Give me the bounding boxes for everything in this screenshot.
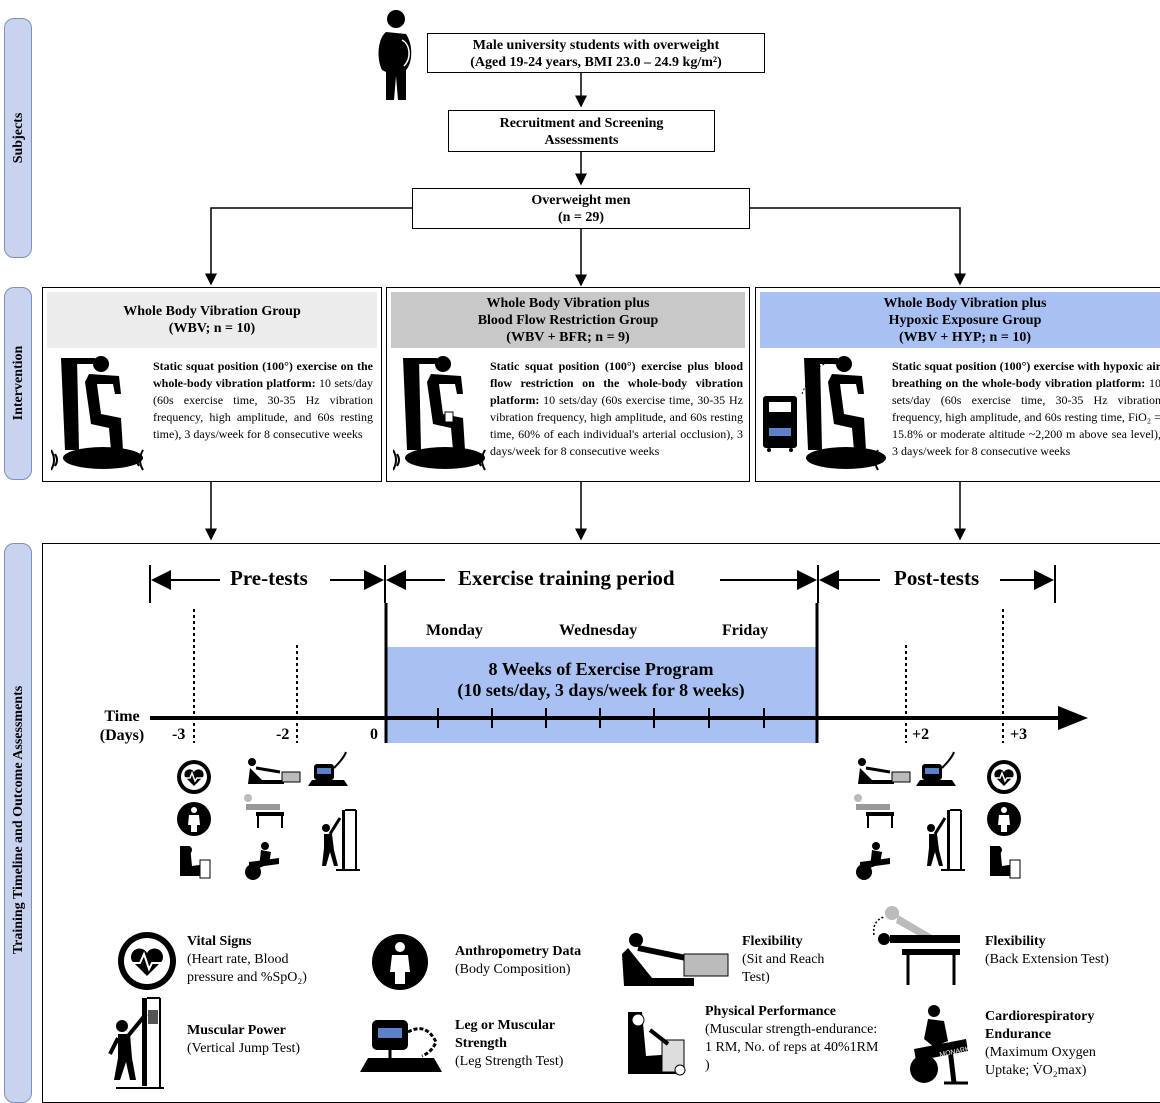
legend-physical-performance-text: (Muscular strength-endurance: 1 RM, No. … bbox=[705, 1022, 879, 1073]
program-text: 8 Weeks of Exercise Program (10 sets/day… bbox=[386, 659, 816, 701]
group-wbv-bfr: Whole Body Vibration plus Blood Flow Res… bbox=[386, 287, 750, 482]
legend-anthropometry-title: Anthropometry Data bbox=[455, 944, 582, 959]
phase-pre-tests: Pre-tests bbox=[222, 566, 316, 591]
legend-dynamometer-icon bbox=[360, 1020, 442, 1072]
axis-label-line2: (Days) bbox=[99, 727, 145, 744]
legend-vital-signs-title: Vital Signs bbox=[187, 934, 252, 949]
tick-minus-3: -3 bbox=[172, 726, 186, 743]
group-wbv-bfr-title-line3: (WBV + BFR; n = 9) bbox=[506, 329, 630, 345]
population-line2: (Aged 19-24 years, BMI 23.0 – 24.9 kg/m²… bbox=[470, 55, 722, 70]
legend-muscular-power-title: Muscular Power bbox=[187, 1023, 286, 1038]
screening-line1: Recruitment and Screening bbox=[499, 116, 664, 131]
legend-flexibility-back-extension-title: Flexibility bbox=[985, 934, 1046, 949]
group-wbv-desc-bold: Static squat position (100°) exercise on… bbox=[153, 359, 373, 390]
group-wbv-hyp-desc-rest: 10 sets/day (60s exercise time, 30-35 Hz… bbox=[892, 376, 1160, 458]
assessment-icons bbox=[176, 751, 1022, 880]
legend-flexibility-sit-reach-text: (Sit and Reach Test) bbox=[742, 952, 825, 985]
legend-leg-strength: Leg or Muscular Strength (Leg Strength T… bbox=[455, 1017, 595, 1071]
legend-muscular-power-text: (Vertical Jump Test) bbox=[187, 1041, 301, 1056]
legend-bike-icon: MONARK bbox=[910, 1005, 971, 1085]
vibration-hypoxic-icon bbox=[801, 356, 886, 471]
sample-line2: (n = 29) bbox=[557, 210, 605, 225]
vibration-platform-icon bbox=[51, 356, 144, 471]
day-monday: Monday bbox=[426, 622, 483, 639]
group-wbv-bfr-desc-bold: Static squat position (100°) exercise pl… bbox=[490, 359, 743, 407]
axis-label-line1: Time bbox=[104, 708, 140, 725]
group-wbv-bfr-header: Whole Body Vibration plus Blood Flow Res… bbox=[391, 292, 745, 348]
group-wbv: Whole Body Vibration Group (WBV; n = 10)… bbox=[42, 287, 382, 482]
phase-post-tests: Post-tests bbox=[886, 566, 988, 591]
legend-heart-icon bbox=[118, 932, 176, 990]
legend-physical-performance-title: Physical Performance bbox=[705, 1004, 837, 1019]
legend-muscular-power: Muscular Power (Vertical Jump Test) bbox=[187, 1022, 337, 1058]
tick-plus-3: +3 bbox=[1010, 726, 1028, 743]
group-wbv-header: Whole Body Vibration Group (WBV; n = 10) bbox=[47, 292, 377, 348]
group-wbv-hyp-desc-bold: Static squat position (100°) exercise wi… bbox=[892, 359, 1160, 390]
day-wednesday: Wednesday bbox=[559, 622, 638, 639]
legend-cardio-endurance: Cardiorespiratory Endurance (Maximum Oxy… bbox=[985, 1008, 1125, 1080]
population-line1: Male university students with overweight bbox=[472, 38, 720, 53]
timeline-graphics bbox=[149, 565, 1088, 743]
legend-leg-strength-text: (Leg Strength Test) bbox=[455, 1054, 564, 1069]
group-wbv-hyp: Whole Body Vibration plus Hypoxic Exposu… bbox=[755, 287, 1160, 482]
legend-flexibility-back-extension: Flexibility (Back Extension Test) bbox=[985, 933, 1115, 969]
group-wbv-hyp-title-line2: Hypoxic Exposure Group bbox=[888, 312, 1042, 328]
vibration-bfr-icon bbox=[393, 356, 486, 471]
group-wbv-bfr-title-line2: Blood Flow Restriction Group bbox=[477, 312, 659, 328]
group-wbv-description: Static squat position (100°) exercise on… bbox=[153, 358, 373, 443]
sample-line1: Overweight men bbox=[531, 193, 631, 208]
group-wbv-desc-rest: 10 sets/day (60s exercise time, 30-35 Hz… bbox=[153, 376, 373, 441]
legend-anthropometry-text: (Body Composition) bbox=[455, 962, 571, 977]
legend-anthropometry: Anthropometry Data (Body Composition) bbox=[455, 943, 615, 979]
group-wbv-hyp-header: Whole Body Vibration plus Hypoxic Exposu… bbox=[760, 292, 1160, 348]
legend-body-icon bbox=[372, 934, 428, 990]
hypoxic-generator-icon bbox=[763, 396, 797, 452]
legend-vital-signs-text: (Heart rate, Blood pressure and %SpO₂) bbox=[187, 952, 307, 985]
group-wbv-hyp-description: Static squat position (100°) exercise wi… bbox=[892, 358, 1160, 460]
program-line1: 8 Weeks of Exercise Program bbox=[488, 659, 714, 679]
legend-flexibility-sit-reach-title: Flexibility bbox=[742, 934, 803, 949]
overweight-person-icon bbox=[378, 10, 412, 100]
screening-box: Recruitment and Screening Assessments bbox=[448, 110, 715, 152]
flow-connectors bbox=[205, 72, 966, 541]
group-wbv-hyp-title-line1: Whole Body Vibration plus bbox=[883, 295, 1047, 311]
tick-minus-2: -2 bbox=[276, 726, 290, 743]
legend-cardio-endurance-text: (Maximum Oxygen Uptake; V̇O₂max) bbox=[985, 1045, 1096, 1078]
legend-back-extension-icon bbox=[872, 906, 960, 985]
group-wbv-bfr-title-line1: Whole Body Vibration plus bbox=[486, 295, 650, 311]
intervention-side-tab bbox=[4, 287, 32, 480]
group-wbv-bfr-description: Static squat position (100°) exercise pl… bbox=[490, 358, 743, 460]
sample-box: Overweight men (n = 29) bbox=[412, 188, 750, 229]
program-line2: (10 sets/day, 3 days/week for 8 weeks) bbox=[457, 680, 745, 700]
legend-leg-press-icon bbox=[628, 1012, 686, 1076]
population-box: Male university students with overweight… bbox=[427, 33, 765, 73]
group-wbv-hyp-title-line3: (WBV + HYP; n = 10) bbox=[899, 329, 1031, 345]
tick-zero: 0 bbox=[370, 726, 378, 743]
legend-jump-icon bbox=[108, 997, 164, 1089]
legend-physical-performance: Physical Performance (Muscular strength-… bbox=[705, 1003, 885, 1075]
phase-exercise-training: Exercise training period bbox=[450, 566, 683, 591]
tick-plus-2: +2 bbox=[912, 726, 930, 743]
axis-label: Time (Days) bbox=[92, 707, 152, 745]
group-wbv-title-line2: (WBV; n = 10) bbox=[168, 321, 256, 336]
legend-cardio-endurance-title: Cardiorespiratory Endurance bbox=[985, 1009, 1095, 1042]
subjects-side-tab bbox=[4, 18, 32, 258]
legend-sit-reach-icon bbox=[622, 933, 729, 986]
legend-flexibility-sit-reach: Flexibility (Sit and Reach Test) bbox=[742, 933, 852, 987]
group-wbv-title-line1: Whole Body Vibration Group bbox=[123, 304, 301, 319]
day-friday: Friday bbox=[722, 622, 769, 639]
legend-vital-signs: Vital Signs (Heart rate, Blood pressure … bbox=[187, 933, 337, 987]
legend-flexibility-back-extension-text: (Back Extension Test) bbox=[985, 952, 1109, 967]
legend-leg-strength-title: Leg or Muscular Strength bbox=[455, 1018, 555, 1051]
group-wbv-bfr-desc-rest: 10 sets/day (60s exercise time, 30-35 Hz… bbox=[490, 393, 743, 458]
screening-line2: Assessments bbox=[544, 133, 619, 148]
